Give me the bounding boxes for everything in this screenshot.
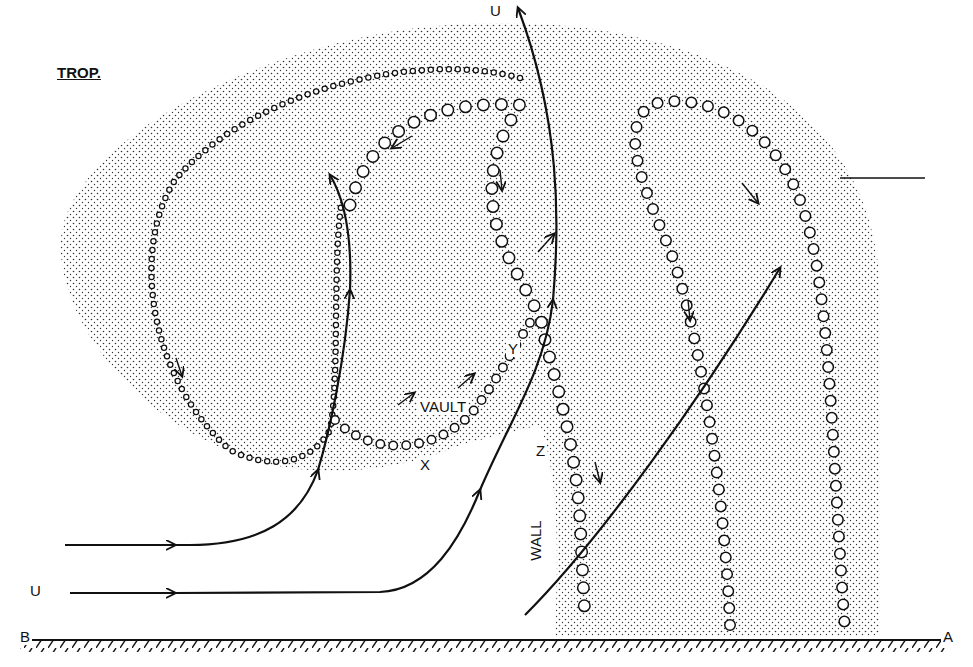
cloud-region	[61, 23, 880, 636]
airflow-label: U	[28, 582, 43, 599]
ground-hatch	[20, 641, 945, 652]
region-label: WALL	[526, 518, 543, 562]
point-label: Y	[506, 340, 520, 357]
region-label: VAULT	[418, 398, 468, 415]
ground-end-label: B	[18, 628, 32, 645]
airflow-arrows	[65, 8, 780, 615]
ground-end-label: A	[941, 628, 955, 645]
tropopause-label: TROP.	[55, 64, 103, 81]
trajectory-arrows	[176, 136, 758, 482]
point-label: Z	[534, 442, 547, 459]
precipitation-trajectories	[151, 69, 845, 630]
tropopause-line	[840, 177, 925, 179]
ground-line	[20, 639, 945, 641]
point-label: X	[418, 456, 432, 473]
airflow-label: U	[488, 2, 503, 19]
